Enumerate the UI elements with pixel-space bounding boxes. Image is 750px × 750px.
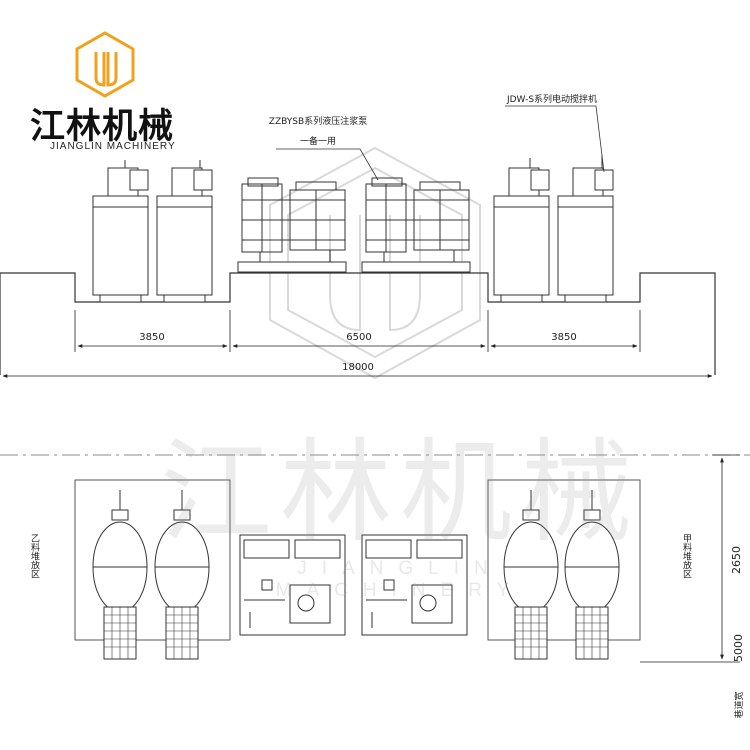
mixer-plan	[92, 490, 620, 660]
watermark-subtitle: JIANGLIN MACHINERY	[275, 558, 525, 601]
leader-lines	[276, 105, 605, 181]
dimension-lines	[2, 310, 713, 378]
pump-plan	[239, 534, 468, 636]
plan-dimension-lines	[640, 454, 740, 663]
material-zone-a	[487, 479, 641, 641]
company-name-en: JIANGLIN MACHINERY	[50, 141, 176, 152]
material-zone-b	[74, 479, 231, 641]
watermark-logo-icon	[269, 146, 481, 380]
watermark-title: 江林机械	[160, 428, 640, 558]
mixer-elevation	[92, 155, 614, 303]
company-name: 江林机械	[30, 107, 175, 147]
jl-hexagon-logo-icon	[75, 31, 135, 98]
pump-elevation	[237, 177, 471, 273]
floor-outline	[0, 272, 716, 375]
